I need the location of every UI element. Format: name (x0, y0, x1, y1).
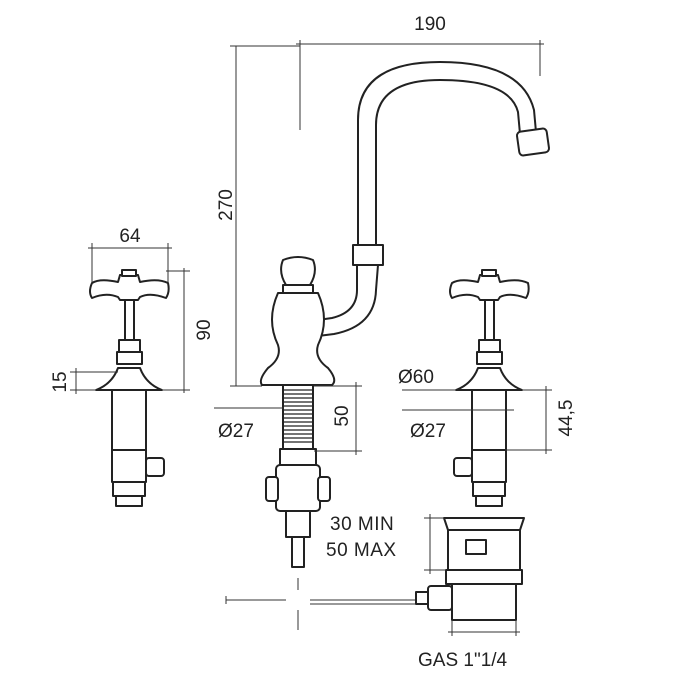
left-dimensions: 64 90 15 (50, 226, 215, 394)
thread-lines (283, 389, 313, 443)
drain-nut (445, 569, 523, 585)
handle-width-label: 64 (119, 226, 141, 247)
right-body (471, 449, 507, 483)
handle-height-label: 90 (194, 319, 215, 340)
right-handle-cap (481, 269, 497, 277)
mixer-knob-ring (282, 284, 314, 294)
right-outlet (453, 457, 473, 477)
drain-thread-label: GAS 1"1/4 (418, 650, 508, 671)
mixer-knob (280, 256, 316, 286)
drain-dimensions: 30 MIN 50 MAX GAS 1"1/4 (326, 514, 520, 671)
left-nut (112, 481, 146, 497)
mixer-body (259, 292, 336, 386)
pop-up-rod (291, 536, 305, 568)
left-handle-cap (121, 269, 137, 277)
left-outlet (145, 457, 165, 477)
drain-min-label: 30 MIN (330, 514, 394, 535)
pop-up-rod-guide (285, 510, 311, 538)
total-height-label: 270 (216, 189, 237, 221)
right-tail (475, 495, 503, 507)
drain-tail (451, 583, 517, 621)
spout-reach-label: 190 (414, 14, 446, 35)
thread-length-label: 50 (332, 405, 353, 426)
lower-nut (279, 448, 317, 466)
right-stem (484, 299, 495, 341)
right-flange (455, 367, 523, 391)
right-cross-handle (449, 274, 530, 301)
center-dimensions: 270 190 Ø27 50 (214, 14, 544, 455)
left-stem-nut (118, 339, 141, 353)
flange-height-label: 15 (50, 371, 71, 392)
right-stem-body (476, 351, 503, 365)
spout-aerator (515, 127, 551, 157)
drain-max-label: 50 MAX (326, 540, 397, 561)
drain-window (465, 539, 487, 555)
spout-assembly (259, 61, 551, 568)
right-stem-nut (478, 339, 501, 353)
drain-side-stub (415, 591, 429, 605)
spout-tube (357, 61, 537, 246)
drain-assembly (415, 517, 525, 621)
left-valve (89, 269, 170, 507)
left-stem-body (116, 351, 143, 365)
tee-left-port (265, 476, 279, 502)
left-tail (115, 495, 143, 507)
flange-diameter-label: Ø60 (398, 367, 434, 388)
left-cross-handle (89, 274, 170, 301)
spout-elbow (317, 264, 379, 337)
shank-right-diameter-label: Ø27 (410, 421, 446, 442)
drain-flange (443, 517, 525, 531)
right-shank (471, 389, 507, 451)
right-valve (449, 269, 530, 507)
left-shank (111, 389, 147, 451)
right-dimensions: Ø60 Ø27 44,5 (398, 367, 577, 454)
valve-height-label: 44,5 (556, 400, 577, 437)
drain-side-port (427, 585, 453, 611)
tee-right-port (317, 476, 331, 502)
left-stem (124, 299, 135, 341)
left-flange (95, 367, 163, 391)
tee-fitting (275, 464, 321, 512)
shank-left-diameter-label: Ø27 (218, 421, 254, 442)
left-body (111, 449, 147, 483)
center-axis (225, 578, 420, 630)
spout-collar (352, 244, 384, 266)
right-nut (472, 481, 506, 497)
